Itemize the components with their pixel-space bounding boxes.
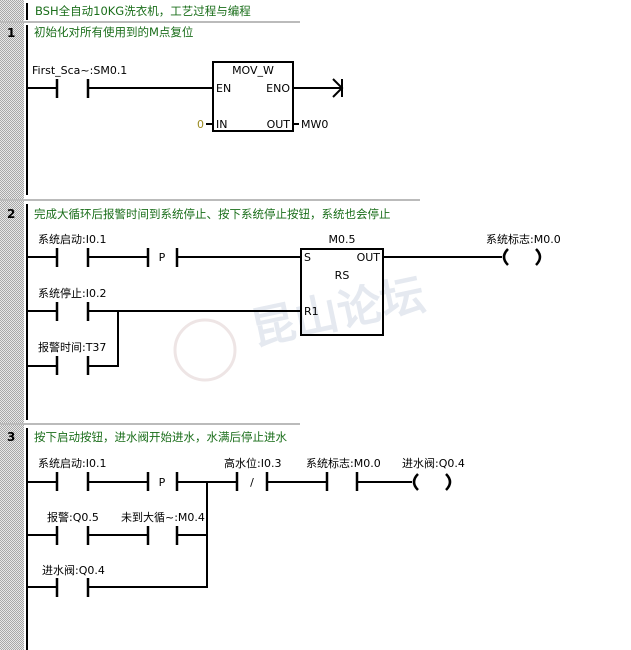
no-contact[interactable] (55, 472, 90, 491)
p-label: P (159, 251, 166, 264)
contact-label: 报警时间:T37 (38, 340, 106, 354)
contact-label: 系统启动:I0.1 (38, 233, 106, 246)
contact-label: 进水阀:Q0.4 (42, 563, 105, 577)
contact-label: First_Sca~:SM0.1 (32, 64, 127, 77)
contact-label: 系统启动:I0.1 (38, 457, 106, 470)
pin-in: IN (216, 118, 227, 131)
mov-w-box[interactable] (212, 61, 294, 132)
network-number: 3 (7, 430, 15, 444)
box-name: RS (335, 269, 350, 282)
network-comment[interactable]: 初始化对所有使用到的M点复位 (34, 25, 193, 39)
pin-out: OUT (267, 118, 291, 131)
box-name: MOV_W (232, 64, 274, 77)
network-1[interactable]: 1 初始化对所有使用到的M点复位 First_Sca~:SM0.1 MOV_W … (7, 25, 344, 132)
no-contact[interactable] (55, 526, 90, 545)
no-contact[interactable] (55, 302, 90, 321)
nc-mark: / (250, 476, 254, 489)
network-3[interactable]: 3 按下启动按钮，进水阀开始进水，水满后停止进水 系统启动:I0.1 P 高水位… (7, 430, 465, 597)
no-contact[interactable] (325, 472, 359, 491)
contact-label: 系统停止:I0.2 (38, 286, 106, 300)
contact-label: 未到大循~:M0.4 (121, 510, 205, 524)
pin-out: OUT (357, 251, 381, 264)
coil-label: 进水阀:Q0.4 (402, 456, 465, 470)
contact-label: 报警:Q0.5 (47, 510, 99, 524)
coil[interactable] (412, 473, 452, 491)
no-contact[interactable] (55, 356, 90, 375)
network-number: 2 (7, 207, 15, 221)
pin-r1: R1 (304, 305, 319, 318)
contact-label: 系统标志:M0.0 (306, 456, 381, 470)
no-contact[interactable] (55, 79, 90, 98)
box-address: M0.5 (329, 233, 356, 246)
watermark: 昆山论坛 (173, 269, 430, 382)
pin-s: S (304, 251, 311, 264)
network-comment[interactable]: 按下启动按钮，进水阀开始进水，水满后停止进水 (34, 430, 287, 444)
coil-label: 系统标志:M0.0 (486, 232, 561, 246)
arrow-end-icon (332, 78, 344, 98)
no-contact[interactable] (55, 248, 90, 267)
network-number: 1 (7, 26, 15, 40)
pin-eno: ENO (266, 82, 290, 95)
svg-text:昆山论坛: 昆山论坛 (247, 269, 430, 355)
no-contact[interactable] (146, 526, 179, 545)
gutter (0, 0, 24, 650)
no-contact[interactable] (55, 578, 90, 597)
contact-label: 高水位:I0.3 (224, 456, 281, 470)
pin-en: EN (216, 82, 231, 95)
nc-contact[interactable]: / (235, 472, 269, 491)
p-contact[interactable]: P (146, 472, 179, 491)
rs-box[interactable] (300, 248, 384, 336)
p-contact[interactable]: P (146, 248, 179, 267)
in-value: 0 (197, 118, 204, 131)
network-2[interactable]: 2 完成大循环后报警时间到系统停止、按下系统停止按钮，系统也会停止 系统启动:I… (7, 207, 561, 375)
program-title[interactable]: BSH全自动10KG洗衣机，工艺过程与编程 (35, 4, 251, 18)
coil[interactable] (502, 248, 542, 266)
p-label: P (159, 476, 166, 489)
network-comment[interactable]: 完成大循环后报警时间到系统停止、按下系统停止按钮，系统也会停止 (34, 207, 391, 221)
out-value: MW0 (301, 118, 328, 131)
